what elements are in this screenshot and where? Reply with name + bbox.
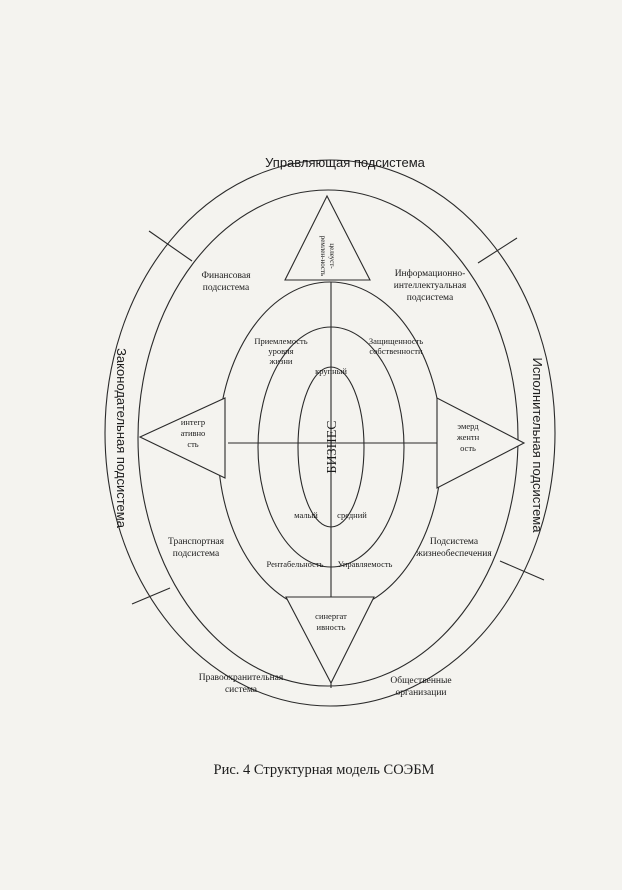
svg-text:Информационно-: Информационно- [395, 268, 466, 279]
svg-text:интегр: интегр [181, 417, 205, 427]
profitability-label: Рентабельность [266, 559, 323, 569]
triangle-top [284, 194, 371, 281]
svg-text:Приемлемость: Приемлемость [254, 336, 307, 346]
property-security-label: Защищенность собственности [369, 336, 423, 356]
divider-upper-right [477, 237, 518, 264]
transport-subsystem-label: Транспортная подсистема [168, 537, 225, 559]
svg-text:интеллектуальная: интеллектуальная [394, 281, 467, 291]
svg-text:Правоохранительная: Правоохранительная [199, 673, 284, 683]
svg-text:эмерд: эмерд [457, 421, 479, 431]
law-enforcement-label: Правоохранительная система [199, 673, 284, 695]
svg-text:Подсистема: Подсистема [430, 537, 479, 547]
manageability-label: Управляемость [338, 559, 393, 569]
legislative-subsystem-label: Законодательная подсистема [114, 348, 129, 529]
purposefulness-label: целеуст- ремлен-ность [319, 236, 336, 277]
executive-subsystem-label: Исполнительная подсистема [530, 358, 545, 534]
life-support-subsystem-label: Подсистема жизнеобеспечения [415, 537, 492, 559]
triangle-left [138, 397, 226, 479]
svg-text:подсистема: подсистема [407, 293, 454, 303]
second-ellipse [137, 189, 519, 687]
info-intellectual-subsystem-label: Информационно- интеллектуальная подсисте… [394, 268, 467, 303]
svg-text:целеуст-: целеуст- [328, 243, 336, 269]
emergence-label: эмерд жентн ость [456, 421, 480, 453]
triangle-right [436, 397, 526, 489]
integrativity-label: интегр ативно сть [181, 417, 206, 449]
divider-lower-left [131, 587, 171, 605]
svg-text:система: система [225, 685, 258, 695]
svg-text:жизни: жизни [269, 356, 293, 366]
public-organizations-label: Общественные организации [390, 675, 451, 698]
svg-text:ремлен-ность: ремлен-ность [319, 236, 327, 277]
outer-ellipse [104, 159, 556, 707]
svg-text:жентн: жентн [456, 432, 480, 442]
svg-text:Финансовая: Финансовая [202, 271, 252, 281]
svg-text:Общественные: Общественные [390, 675, 451, 686]
triangle-bottom [285, 596, 375, 685]
svg-text:Защищенность: Защищенность [369, 336, 423, 346]
svg-text:подсистема: подсистема [203, 283, 250, 293]
svg-text:ивность: ивность [317, 622, 346, 632]
synergy-label: синергат ивность [315, 611, 347, 632]
control-subsystem-label: Управляющая подсистема [265, 155, 426, 170]
svg-text:подсистема: подсистема [173, 549, 220, 559]
svg-text:ативно: ативно [181, 428, 206, 438]
divider-lower-right [499, 560, 545, 581]
living-standard-label: Приемлемость уровня жизни [254, 336, 307, 366]
figure-caption: Рис. 4 Структурная модель СОЭБМ [214, 762, 435, 778]
large-business-label: крупный [315, 366, 347, 376]
svg-text:собственности: собственности [369, 346, 423, 356]
svg-text:жизнеобеспечения: жизнеобеспечения [415, 548, 492, 559]
business-core-label: БИЗНЕС [325, 420, 340, 473]
medium-business-label: средний [337, 510, 367, 520]
svg-text:уровня: уровня [268, 346, 293, 356]
small-business-label: малый [294, 510, 318, 520]
svg-text:Транспортная: Транспортная [168, 537, 225, 547]
financial-subsystem-label: Финансовая подсистема [202, 271, 252, 293]
svg-text:организации: организации [395, 688, 446, 698]
svg-text:синергат: синергат [315, 611, 347, 621]
svg-text:ость: ость [460, 443, 476, 453]
svg-text:сть: сть [187, 439, 198, 449]
divider-upper-left [148, 230, 193, 262]
